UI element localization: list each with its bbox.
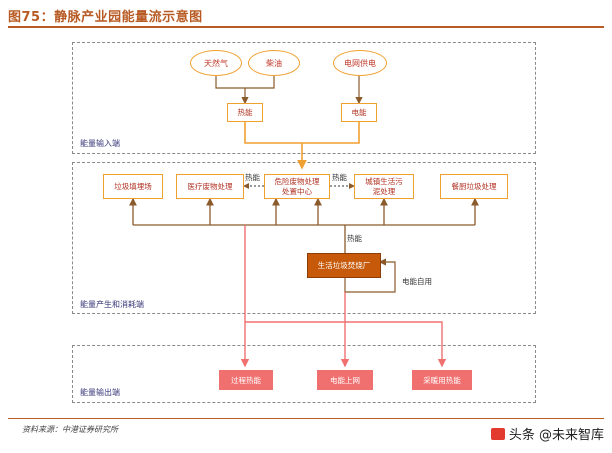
grid-output: 电能上网 [317,370,373,390]
heat-label-left: 热能 [245,173,260,182]
watermark-text: 头条 @未来智库 [508,428,604,443]
production-region-label: 能量产生和消耗端 [80,300,144,309]
input-region [72,42,536,154]
natural-gas-source: 天然气 [190,50,242,76]
kitchen-waste-facility: 餐厨垃圾处理 [440,174,508,199]
grid-power-source: 电网供电 [333,50,387,76]
heat-energy-node: 热能 [227,103,263,122]
watermark: 头条 @未来智库 [490,424,604,443]
landfill-facility: 垃圾填埋场 [103,174,163,199]
heat-label-right: 热能 [332,173,347,182]
heating-output: 采暖用热能 [412,370,472,390]
heat-label-center: 热能 [347,234,362,243]
page-title: 图75：静脉产业园能量流示意图 [8,10,203,25]
watermark-logo-icon [490,427,505,440]
steam-output: 过程热能 [219,370,273,390]
title-divider [8,26,604,28]
output-region-label: 能量输出端 [80,388,120,397]
sludge-facility: 城镇生活污泥处理 [354,174,414,199]
footer-divider [8,418,604,419]
incineration-plant: 生活垃圾焚烧厂 [307,253,381,278]
self-use-label: 电能自用 [402,277,432,286]
input-region-label: 能量输入端 [80,139,120,148]
source-note: 资料来源：中港证券研究所 [22,425,118,434]
medical-waste-facility: 医疗废物处理 [176,174,244,199]
electric-energy-node: 电能 [341,103,377,122]
hazardous-waste-facility: 危险废物处理处置中心 [264,174,330,199]
output-region [72,345,536,403]
diesel-source: 柴油 [248,50,300,76]
